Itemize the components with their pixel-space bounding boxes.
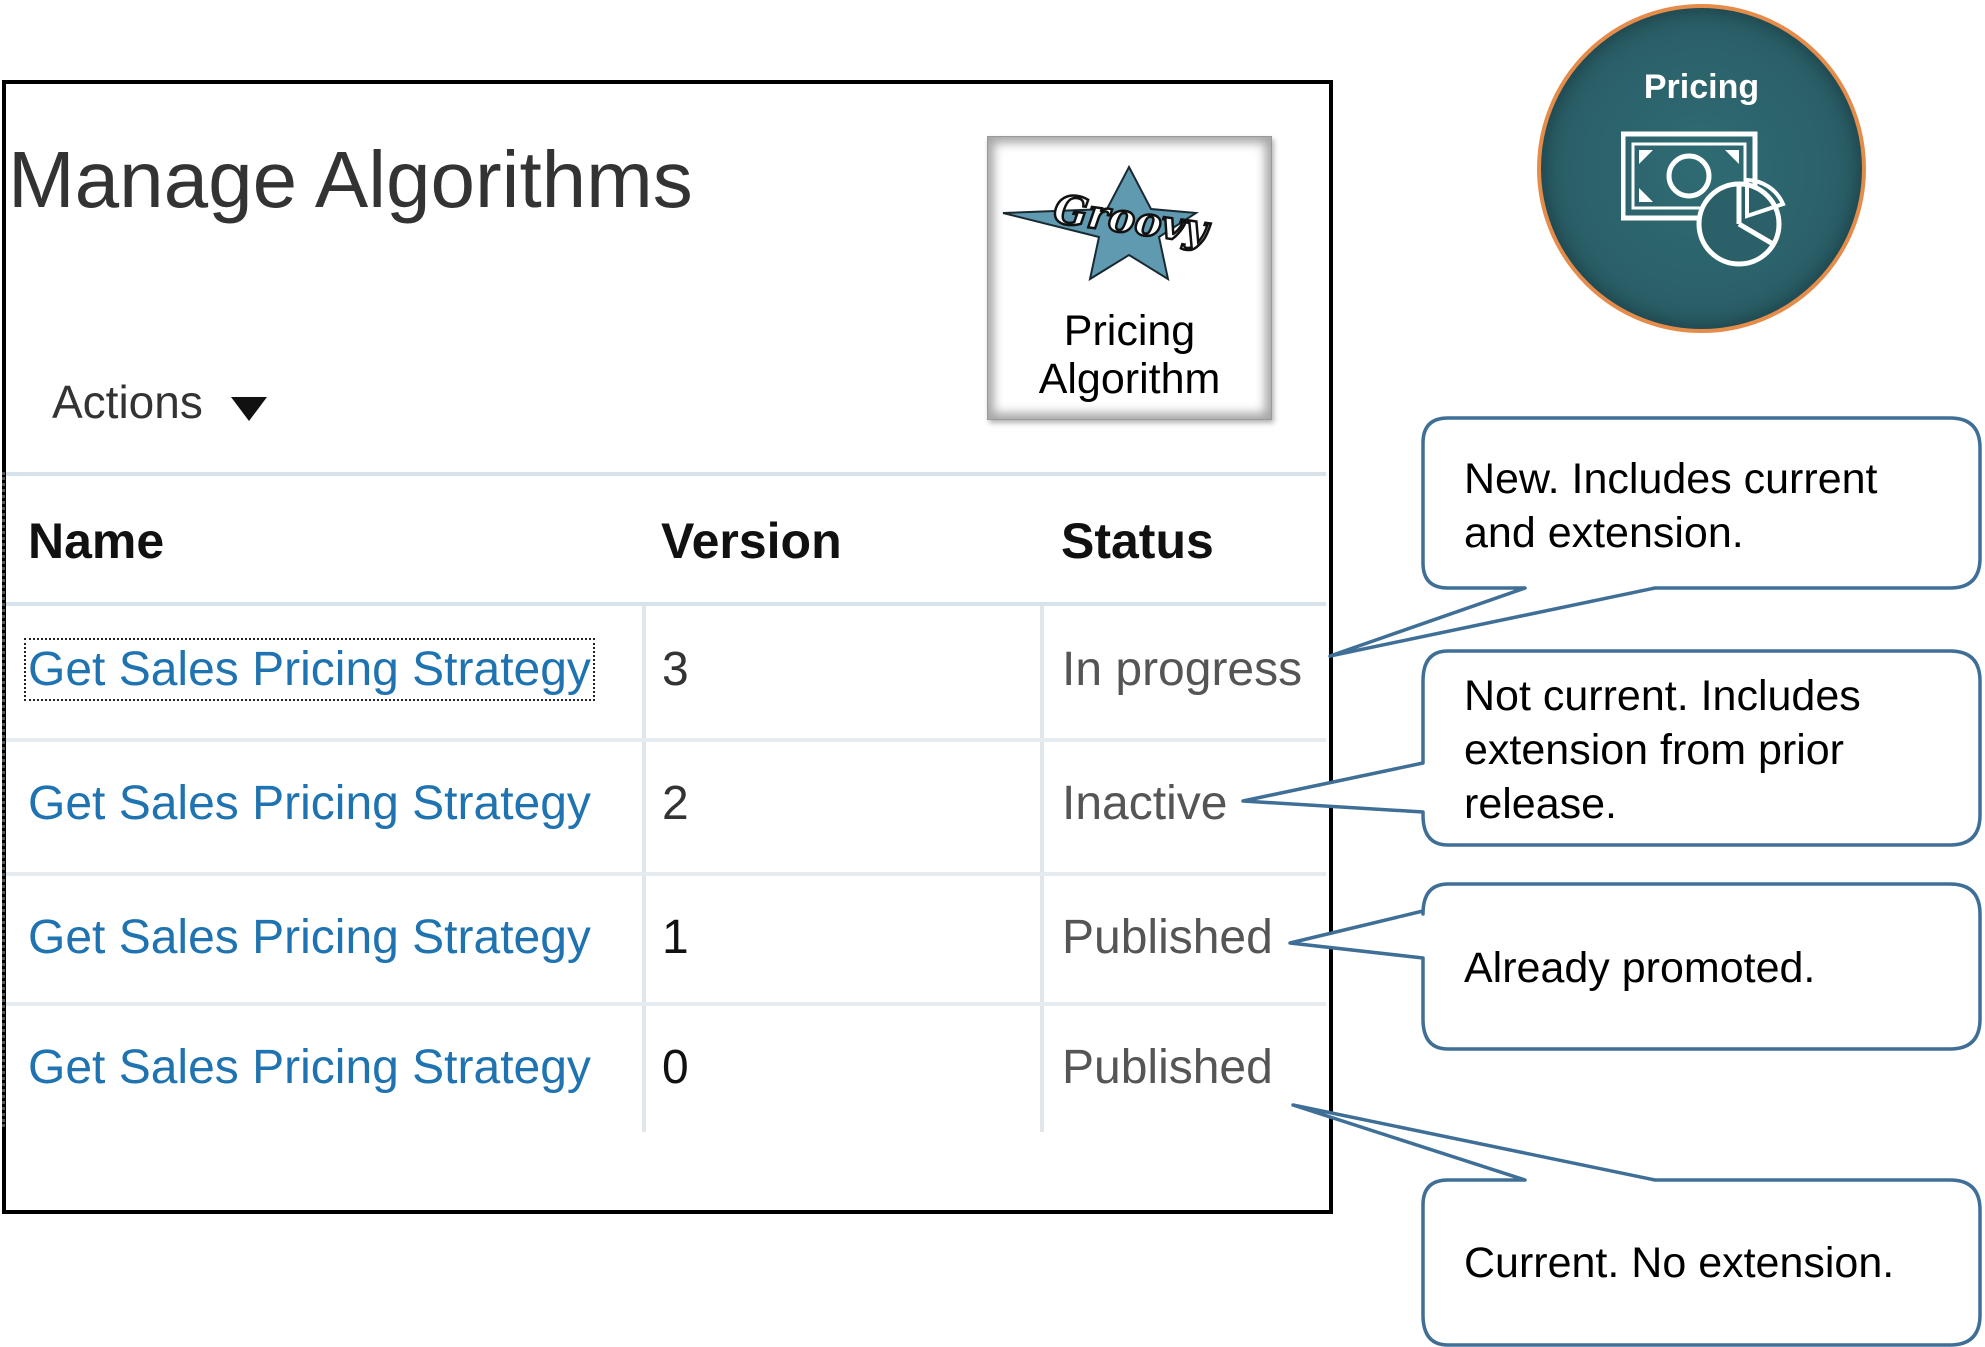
callout-text-2: Not current. Includes extension from pri…	[1464, 669, 1861, 831]
pricing-money-chart-icon	[1621, 131, 1786, 267]
callout-line: New. Includes current	[1464, 455, 1878, 503]
algorithm-status: Inactive	[1062, 777, 1228, 830]
callout-line: extension from prior	[1464, 726, 1844, 774]
algorithm-name-link[interactable]: Get Sales Pricing Strategy	[28, 777, 591, 830]
tile-label-line1: Pricing	[1063, 307, 1196, 355]
page-title: Manage Algorithms	[8, 135, 693, 224]
callout-text-4: Current. No extension.	[1464, 1236, 1894, 1290]
table-left-edge	[2, 472, 8, 1127]
algorithm-status: Published	[1062, 911, 1273, 964]
callout-line: Not current. Includes	[1464, 672, 1861, 720]
algorithm-version: 1	[662, 911, 689, 964]
callout-text-1: New. Includes current and extension.	[1464, 452, 1877, 560]
badge-label: Pricing	[1643, 68, 1760, 106]
column-separator	[642, 602, 646, 1132]
row-divider	[6, 872, 1326, 876]
column-separator	[1040, 602, 1044, 1132]
algorithm-version: 3	[662, 643, 689, 696]
row-divider	[6, 738, 1326, 742]
table-top-border	[6, 472, 1326, 476]
algorithm-name-link[interactable]: Get Sales Pricing Strategy	[28, 1041, 591, 1094]
pricing-badge: Pricing	[1537, 4, 1866, 333]
actions-label: Actions	[52, 376, 203, 428]
algorithm-name-link[interactable]: Get Sales Pricing Strategy	[24, 638, 595, 701]
algorithm-status: Published	[1062, 1041, 1273, 1094]
column-header-version[interactable]: Version	[661, 513, 842, 569]
algorithm-name-link[interactable]: Get Sales Pricing Strategy	[28, 911, 591, 964]
callout-text-3: Already promoted.	[1464, 941, 1815, 995]
callout-line: Already promoted.	[1464, 944, 1816, 992]
caret-down-icon	[230, 397, 267, 421]
column-header-name[interactable]: Name	[28, 513, 165, 569]
callout-bubble-4	[1291, 1103, 1982, 1347]
callout-line: release.	[1464, 780, 1617, 828]
row-divider	[6, 1002, 1326, 1006]
algorithm-status: In progress	[1062, 643, 1303, 696]
algorithm-version: 2	[662, 777, 689, 830]
callout-bubble-3	[1288, 882, 1982, 1051]
column-header-status[interactable]: Status	[1061, 513, 1214, 569]
callout-line: Current. No extension.	[1464, 1239, 1895, 1287]
callout-bubble-1	[1328, 416, 1982, 658]
pricing-algorithm-tile: Groovy Pricing Algorithm	[987, 136, 1272, 420]
actions-menu-button[interactable]: Actions	[52, 375, 267, 429]
row-divider	[6, 602, 1326, 606]
algorithm-version: 0	[662, 1041, 689, 1094]
callout-bubble-2	[1241, 649, 1982, 847]
tile-label-line2: Algorithm	[1038, 355, 1221, 403]
groovy-logo-icon: Groovy	[1002, 164, 1215, 282]
callout-line: and extension.	[1464, 509, 1744, 557]
